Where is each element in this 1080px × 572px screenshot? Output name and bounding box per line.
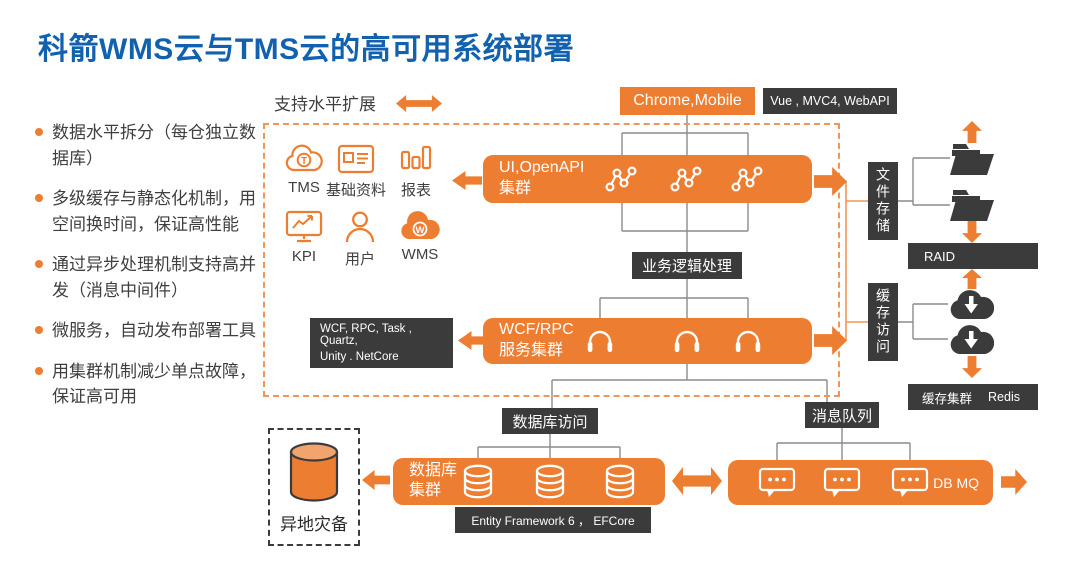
disaster-recovery-box: 异地灾备 (268, 428, 360, 546)
bullet-list: 数据水平拆分（每仓独立数据库） 多级缓存与静态化机制，用空间换时间，保证高性能 … (35, 120, 267, 425)
service-cluster-line2: 服务集群 (499, 342, 564, 359)
orange-connectors (845, 181, 868, 341)
cluster-dashed-boundary (263, 123, 840, 397)
bullet-dot (35, 326, 43, 334)
mq-cluster-bar: DB MQ (728, 460, 993, 505)
headphone-icon (674, 330, 700, 352)
backup-database-icon (289, 442, 339, 502)
service-cluster-label: WCF/RPC 服务集群 (499, 320, 574, 362)
bullet-text: 微服务，自动发布部署工具 (52, 321, 256, 340)
db-cluster-line1: 数据库 (409, 461, 458, 479)
report-bars-icon (400, 145, 432, 170)
folder-icon (950, 144, 994, 175)
module-label: KPI (291, 248, 317, 265)
svg-text:T: T (301, 156, 307, 167)
bullet-dot (35, 366, 43, 375)
service-cluster-bar: WCF/RPC 服务集群 (483, 318, 812, 364)
bullet-item: 通过异步处理机制支持高并发（消息中间件） (35, 252, 267, 303)
network-node-icon (670, 166, 702, 192)
redis-label: Redis (988, 390, 1020, 404)
wms-cloud-icon: W (401, 211, 440, 239)
module-kpi: KPI (272, 210, 336, 265)
module-label: 用户 (344, 251, 375, 268)
service-tech-line1: WCF, RPC, Task , Quartz, (320, 323, 412, 348)
db-cluster-line2: 集群 (409, 482, 442, 500)
file-storage-box: 文件存储 (868, 162, 898, 240)
service-tech-box: WCF, RPC, Task , Quartz, Unity . NetCore (310, 318, 453, 368)
gray-connectors (477, 115, 950, 460)
module-user: 用户 (328, 210, 392, 269)
mq-label-box: 消息队列 (805, 402, 879, 428)
service-tech-line2: Unity . NetCore (320, 350, 399, 363)
horizontal-scale-label: 支持水平扩展 (274, 95, 376, 114)
database-icon (605, 464, 635, 499)
module-report: 报表 (384, 143, 448, 200)
ui-cluster-label: UI,OpenAPI 集群 (499, 158, 584, 200)
bullet-dot (35, 128, 43, 136)
bullet-text: 用集群机制减少单点故障，保证高可用 (52, 361, 256, 407)
bullet-dot (35, 260, 43, 268)
disaster-recovery-label: 异地灾备 (280, 515, 348, 534)
service-cluster-line1: WCF/RPC (499, 321, 574, 339)
ui-cluster-line2: 集群 (499, 180, 532, 197)
bullet-text: 多级缓存与静态化机制，用空间换时间，保证高性能 (52, 189, 256, 234)
network-node-icon (731, 166, 763, 192)
db-cluster-bar: 数据库 集群 (393, 458, 665, 505)
cloud-download-icon (950, 325, 994, 354)
ui-cluster-bar: UI,OpenAPI 集群 (483, 155, 812, 203)
user-icon (345, 211, 375, 243)
client-box: Chrome,Mobile (620, 87, 755, 115)
logic-label-box: 业务逻辑处理 (632, 252, 742, 279)
db-access-label-box: 数据库访问 (502, 408, 598, 434)
cloud-download-icon (950, 290, 994, 319)
module-label: 报表 (400, 182, 431, 199)
database-icon (463, 464, 493, 499)
bullet-text: 数据水平拆分（每仓独立数据库） (52, 123, 256, 168)
kpi-monitor-icon (285, 210, 323, 243)
cache-access-box: 缓存访问 (868, 283, 898, 361)
module-wms: W WMS (388, 210, 452, 263)
message-bubble-icon (758, 467, 796, 497)
basic-data-card-icon (337, 144, 375, 174)
bullet-dot (35, 194, 43, 202)
module-label: 基础资料 (325, 182, 386, 199)
headphone-icon (735, 330, 761, 352)
message-bubble-icon (891, 467, 929, 497)
database-icon (535, 464, 565, 499)
page-title: 科箭WMS云与TMS云的高可用系统部署 (38, 33, 575, 66)
tms-cloud-icon: T (285, 144, 323, 172)
ui-cluster-line1: UI,OpenAPI (499, 159, 585, 177)
network-node-icon (605, 166, 637, 192)
bullet-text: 通过异步处理机制支持高并发（消息中间件） (52, 255, 256, 300)
bullet-item: 微服务，自动发布部署工具 (35, 318, 267, 344)
headphone-icon (587, 330, 613, 352)
message-bubble-icon (823, 467, 861, 497)
bullet-item: 数据水平拆分（每仓独立数据库） (35, 120, 267, 171)
module-tms: T TMS (272, 143, 336, 196)
module-label: WMS (401, 246, 439, 263)
mq-cluster-label: DB MQ (933, 474, 979, 491)
module-basic-data: 基础资料 (324, 143, 388, 200)
bullet-item: 用集群机制减少单点故障，保证高可用 (35, 359, 267, 410)
folder-icon (950, 190, 994, 221)
bullet-item: 多级缓存与静态化机制，用空间换时间，保证高性能 (35, 186, 267, 237)
module-label: TMS (288, 179, 320, 196)
db-cluster-label: 数据库 集群 (409, 461, 457, 503)
client-tech-box: Vue , MVC4, WebAPI (763, 88, 897, 114)
svg-text:W: W (416, 225, 425, 236)
cache-cluster-label: 缓存集群 (922, 391, 973, 406)
redis-box: 缓存集群 Redis (908, 384, 1038, 410)
db-tech-box: Entity Framework 6 ， EFCore (455, 507, 651, 533)
raid-box: RAID (908, 243, 1038, 269)
